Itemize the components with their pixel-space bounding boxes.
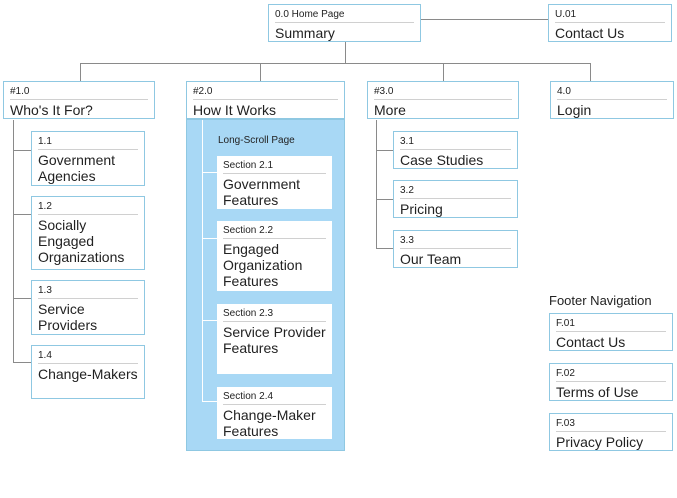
node-title: Contact Us <box>555 25 625 41</box>
connector-s1-trunk <box>13 120 14 362</box>
connector-drop-4 <box>590 63 591 81</box>
node-code: #2.0 <box>193 86 338 100</box>
panel-branch-4 <box>202 401 217 402</box>
child-node-1-1[interactable]: 1.1 Government Agencies <box>31 131 145 186</box>
node-title: Service Providers <box>38 301 98 333</box>
connector-home-down <box>345 42 346 64</box>
node-title: Government Agencies <box>38 152 116 184</box>
node-title: Case Studies <box>400 152 484 168</box>
long-scroll-label: Long-Scroll Page <box>218 135 295 146</box>
node-code: 0.0 Home Page <box>275 9 414 23</box>
panel-trunk <box>202 120 203 402</box>
node-title: Our Team <box>400 251 462 267</box>
node-code: Section 2.2 <box>223 225 326 239</box>
node-title: Summary <box>275 25 335 41</box>
connector-s1-branch-4 <box>13 362 31 363</box>
node-code: 1.2 <box>38 201 138 215</box>
node-code: #1.0 <box>10 86 148 100</box>
node-code: F.03 <box>556 418 666 432</box>
section-node-whos-it-for[interactable]: #1.0 Who's It For? <box>3 81 155 119</box>
node-title: Service Provider Features <box>223 324 326 356</box>
node-code: U.01 <box>555 9 665 23</box>
node-title: Change-Makers <box>38 366 138 382</box>
node-title: How It Works <box>193 102 276 118</box>
connector-s3-branch-1 <box>376 150 393 151</box>
node-title: Login <box>557 102 592 118</box>
section-node-login[interactable]: 4.0 Login <box>550 81 674 119</box>
node-title: Pricing <box>400 201 443 217</box>
node-code: 3.2 <box>400 185 511 199</box>
node-code: F.01 <box>556 318 666 332</box>
node-title: Who's It For? <box>10 102 93 118</box>
node-code: 1.4 <box>38 350 138 364</box>
node-title: Contact Us <box>556 334 626 350</box>
node-title: More <box>374 102 406 118</box>
utility-contact-node[interactable]: U.01 Contact Us <box>548 4 672 42</box>
panel-branch-3 <box>202 320 217 321</box>
child-node-1-3[interactable]: 1.3 Service Providers <box>31 280 145 335</box>
node-code: Section 2.4 <box>223 391 326 405</box>
connector-drop-3 <box>443 63 444 81</box>
node-title: Terms of Use <box>556 384 639 400</box>
connector-top-bar <box>80 63 591 64</box>
panel-branch-1 <box>202 172 217 173</box>
child-node-2-4[interactable]: Section 2.4 Change-Maker Features <box>217 387 332 439</box>
node-code: Section 2.1 <box>223 160 326 174</box>
node-code: 3.1 <box>400 136 511 150</box>
child-node-2-2[interactable]: Section 2.2 Engaged Organization Feature… <box>217 221 332 291</box>
home-page-node[interactable]: 0.0 Home Page Summary <box>268 4 421 42</box>
child-node-2-3[interactable]: Section 2.3 Service Provider Features <box>217 304 332 374</box>
node-code: #3.0 <box>374 86 512 100</box>
node-title: Change-Maker Features <box>223 407 316 439</box>
footer-node-contact[interactable]: F.01 Contact Us <box>549 313 673 351</box>
node-code: F.02 <box>556 368 666 382</box>
node-title: Government Features <box>223 176 301 208</box>
child-node-2-1[interactable]: Section 2.1 Government Features <box>217 156 332 209</box>
node-code: 1.1 <box>38 136 138 150</box>
node-code: 3.3 <box>400 235 511 249</box>
child-node-3-1[interactable]: 3.1 Case Studies <box>393 131 518 169</box>
child-node-1-2[interactable]: 1.2 Socially Engaged Organizations <box>31 196 145 270</box>
footer-node-terms[interactable]: F.02 Terms of Use <box>549 363 673 401</box>
node-code: 4.0 <box>557 86 667 100</box>
panel-branch-2 <box>202 238 217 239</box>
footer-navigation-heading: Footer Navigation <box>549 293 652 308</box>
child-node-3-3[interactable]: 3.3 Our Team <box>393 230 518 268</box>
section-node-how-it-works[interactable]: #2.0 How It Works <box>186 81 345 119</box>
footer-node-privacy[interactable]: F.03 Privacy Policy <box>549 413 673 451</box>
section-node-more[interactable]: #3.0 More <box>367 81 519 119</box>
connector-s3-branch-3 <box>376 248 393 249</box>
node-code: Section 2.3 <box>223 308 326 322</box>
connector-s3-branch-2 <box>376 199 393 200</box>
node-title: Engaged Organization Features <box>223 241 303 289</box>
connector-drop-2 <box>260 63 261 81</box>
child-node-3-2[interactable]: 3.2 Pricing <box>393 180 518 218</box>
node-title: Socially Engaged Organizations <box>38 217 125 265</box>
connector-s1-branch-2 <box>13 214 31 215</box>
node-code: 1.3 <box>38 285 138 299</box>
connector-home-utility <box>421 19 549 20</box>
connector-s1-branch-3 <box>13 298 31 299</box>
connector-s3-trunk <box>376 120 377 249</box>
connector-drop-1 <box>80 63 81 81</box>
connector-s1-branch-1 <box>13 150 31 151</box>
node-title: Privacy Policy <box>556 434 644 450</box>
child-node-1-4[interactable]: 1.4 Change-Makers <box>31 345 145 399</box>
